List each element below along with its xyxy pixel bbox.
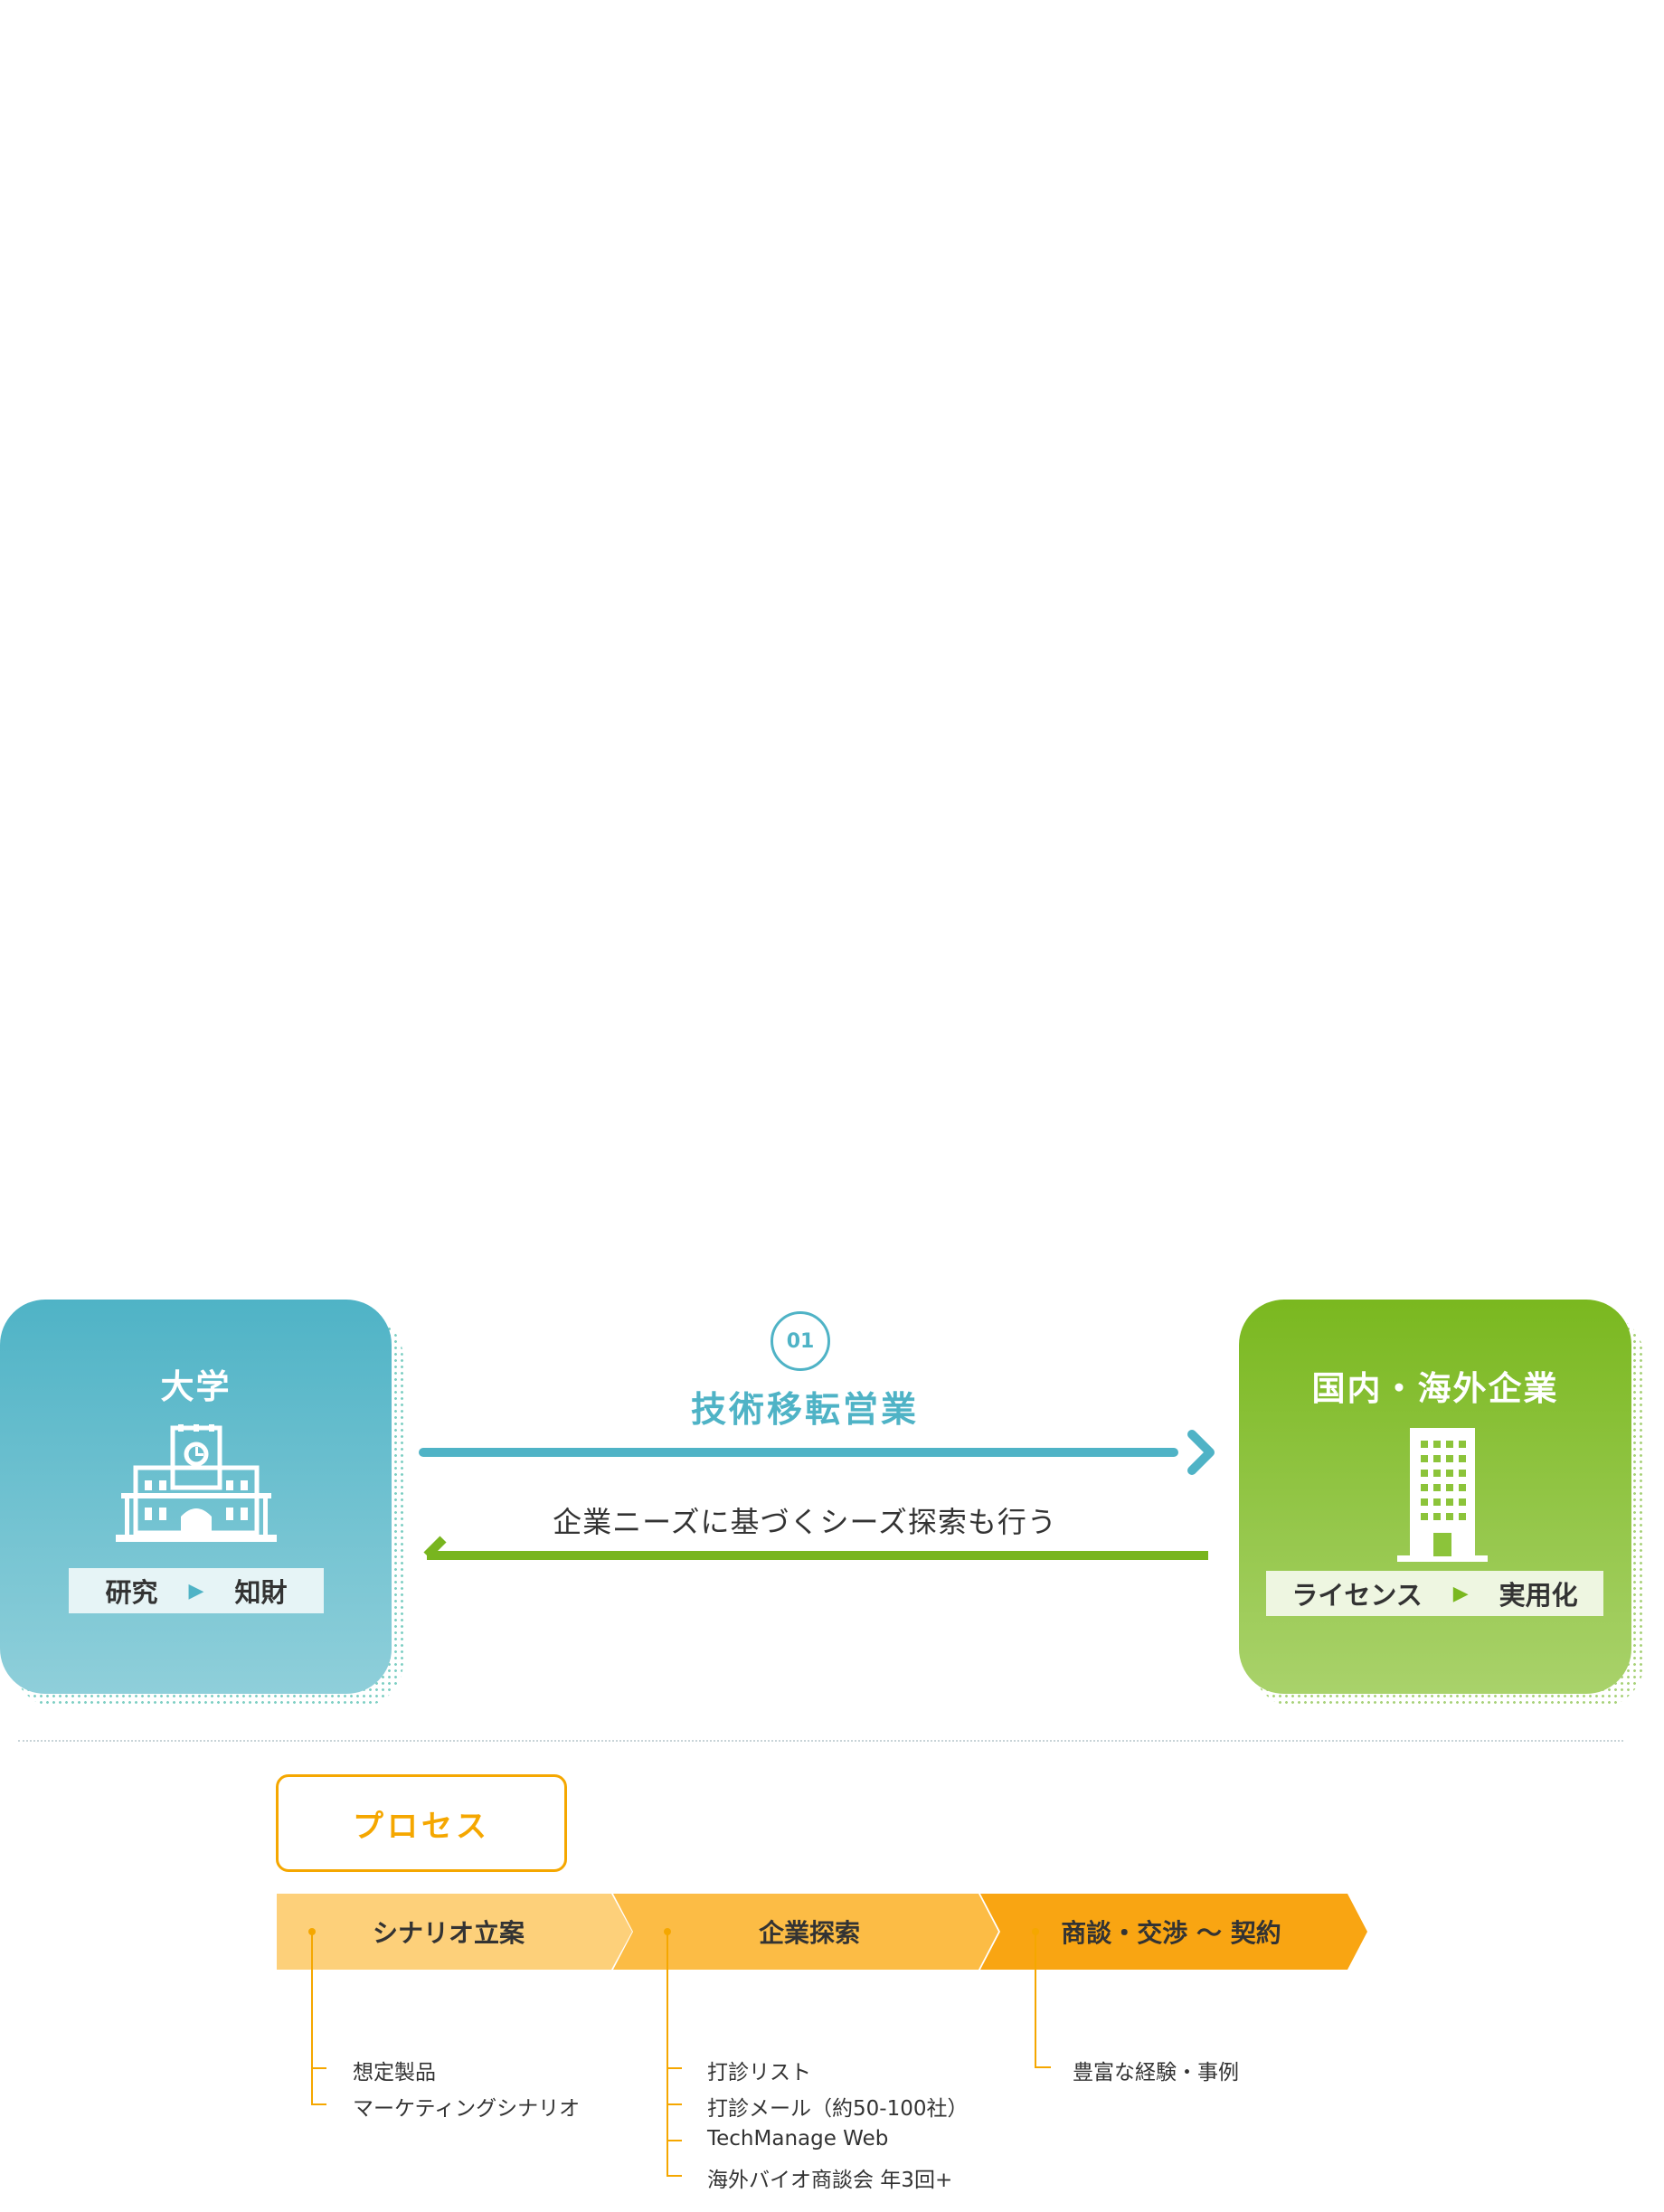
arrow-right-icon: ▶ (188, 1579, 204, 1602)
process-chevrons (277, 1894, 1367, 1970)
university-title: 大学 (160, 1367, 232, 1406)
university-building-icon (116, 1424, 277, 1542)
company-card: 国内・海外企業 ライセンス ▶ 実用化 (1239, 1300, 1631, 1694)
forward-arrow (419, 1430, 1215, 1475)
process-step-1-shape (277, 1894, 632, 1970)
company-step-to: 実用化 (1499, 1580, 1578, 1611)
process-step-1-label: シナリオ立案 (372, 1918, 525, 1948)
list-item: 海外バイオ商談会 年3回+ (707, 2169, 953, 2192)
process-title: プロセス (276, 1774, 567, 1872)
list-item: TechManage Web (707, 2127, 889, 2151)
university-step-to: 知財 (234, 1577, 288, 1608)
list-item: 想定製品 (353, 2061, 436, 2084)
university-step-bar: 研究 ▶ 知財 (69, 1568, 324, 1613)
list-item: 打診メール（約50-100社） (707, 2097, 969, 2121)
process-step-3-shape (980, 1894, 1367, 1970)
process-step-2-label: 企業探索 (758, 1918, 860, 1948)
return-label: 企業ニーズに基づくシーズ探索も行う (553, 1505, 1057, 1539)
list-item: マーケティングシナリオ (353, 2097, 581, 2121)
company-step-from: ライセンス (1291, 1580, 1423, 1611)
list-item: 豊富な経験・事例 (1073, 2061, 1239, 2084)
company-step-bar: ライセンス ▶ 実用化 (1266, 1571, 1603, 1616)
company-title: 国内・海外企業 (1311, 1369, 1559, 1408)
arrow-right-icon: ▶ (1452, 1582, 1469, 1605)
section-divider (18, 1740, 1623, 1742)
process-step-3-label: 商談・交渉 〜 契約 (1061, 1918, 1281, 1948)
return-arrow (423, 1536, 1208, 1560)
step-number-badge: 01 (771, 1311, 830, 1371)
tech-transfer-label: 技術移転営業 (690, 1390, 919, 1431)
list-item: 打診リスト (707, 2061, 811, 2084)
university-step-from: 研究 (105, 1577, 158, 1608)
university-card: 大学 研究 ▶ 知財 (0, 1300, 392, 1694)
process-connectors (308, 1928, 1051, 2177)
flow-arrows (419, 1430, 1215, 1560)
process-step-2-shape (613, 1894, 998, 1970)
office-building-icon (1397, 1428, 1488, 1562)
